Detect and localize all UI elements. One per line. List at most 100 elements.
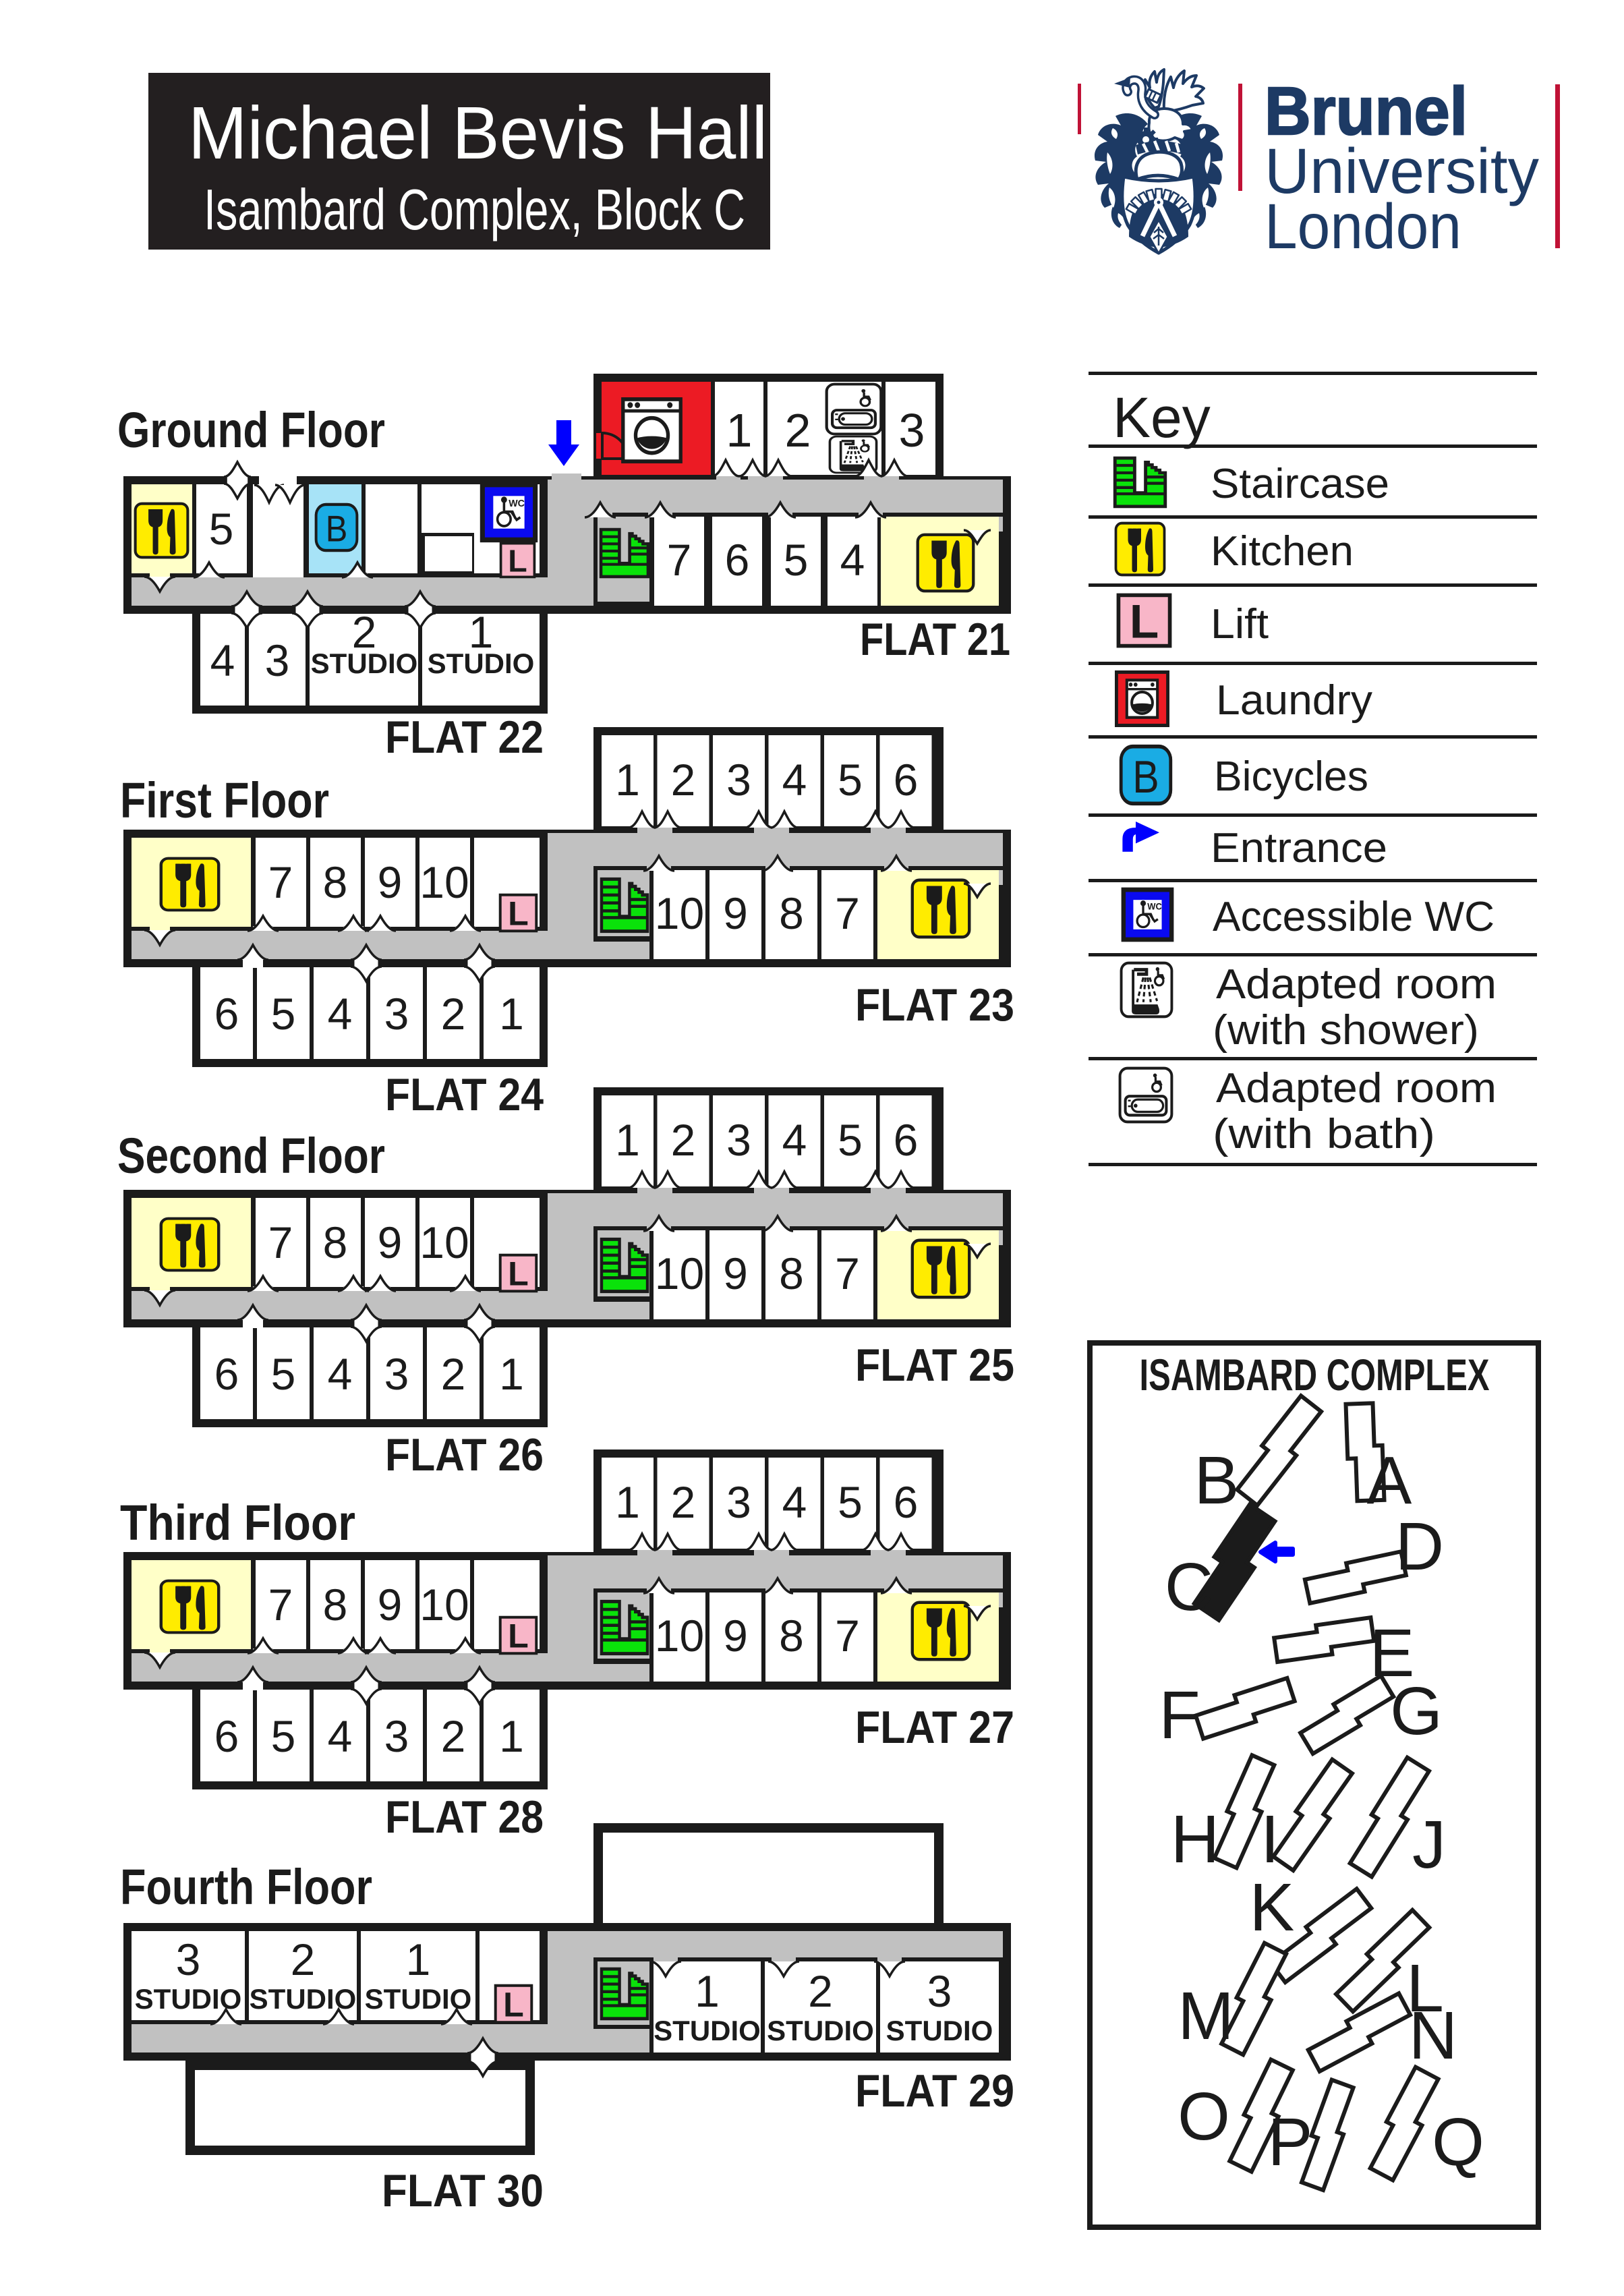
svg-text:10: 10 [419,857,469,907]
svg-text:2: 2 [441,1711,466,1761]
svg-text:London: London [1265,191,1461,262]
svg-text:Third Floor: Third Floor [120,1495,355,1551]
svg-text:4: 4 [328,1711,353,1761]
svg-text:(with bath): (with bath) [1213,1111,1435,1157]
svg-text:5: 5 [209,504,234,554]
svg-text:ISAMBARD COMPLEX: ISAMBARD COMPLEX [1140,1350,1490,1400]
svg-text:M: M [1178,1978,1234,2054]
svg-text:STUDIO: STUDIO [250,1983,357,2015]
svg-text:L: L [1406,1951,1444,2026]
svg-text:10: 10 [419,1217,469,1267]
svg-text:6: 6 [894,755,919,805]
svg-text:2: 2 [808,1966,833,2016]
svg-text:6: 6 [214,1349,239,1399]
svg-text:1: 1 [615,1115,640,1165]
svg-text:Key: Key [1113,386,1211,449]
svg-text:4: 4 [328,989,353,1039]
svg-text:4: 4 [782,755,807,805]
svg-text:6: 6 [894,1115,919,1165]
svg-text:2: 2 [352,607,377,657]
svg-text:P: P [1268,2104,1313,2180]
svg-text:8: 8 [323,1580,348,1630]
svg-text:3: 3 [726,1115,751,1165]
svg-text:STUDIO: STUDIO [767,2015,874,2046]
svg-text:8: 8 [779,888,804,938]
svg-text:FLAT 23: FLAT 23 [855,979,1014,1031]
svg-text:STUDIO: STUDIO [365,1983,472,2015]
svg-text:7: 7 [268,1217,293,1267]
svg-text:C: C [1165,1549,1213,1625]
svg-text:4: 4 [840,535,865,585]
svg-text:N: N [1409,1998,1457,2073]
svg-text:Laundry: Laundry [1216,677,1372,724]
svg-text:2: 2 [441,1349,466,1399]
svg-text:University: University [1265,136,1539,207]
svg-text:F: F [1159,1677,1200,1753]
svg-text:STUDIO: STUDIO [886,2015,993,2046]
svg-text:Adapted room: Adapted room [1216,961,1497,1008]
svg-text:FLAT 29: FLAT 29 [855,2065,1014,2117]
svg-text:5: 5 [838,755,863,805]
svg-text:5: 5 [271,1349,296,1399]
svg-text:1: 1 [499,1711,524,1761]
svg-text:4: 4 [782,1115,807,1165]
svg-text:3: 3 [726,755,751,805]
svg-text:A: A [1367,1443,1412,1518]
svg-text:7: 7 [667,535,692,585]
svg-text:3: 3 [726,1477,751,1527]
svg-text:B: B [1194,1443,1240,1518]
svg-text:10: 10 [655,888,704,938]
svg-text:Entrance: Entrance [1211,825,1387,871]
svg-text:Isambard Complex, Block C: Isambard Complex, Block C [204,178,745,242]
svg-text:7: 7 [835,888,860,938]
svg-text:6: 6 [214,1711,239,1761]
svg-text:7: 7 [268,1580,293,1630]
svg-text:5: 5 [271,1711,296,1761]
svg-text:3: 3 [384,1349,409,1399]
svg-text:FLAT 21: FLAT 21 [860,614,1010,665]
svg-text:3: 3 [384,989,409,1039]
svg-text:2: 2 [291,1934,316,1984]
svg-text:FLAT 25: FLAT 25 [855,1340,1014,1391]
svg-text:Staircase: Staircase [1211,461,1389,507]
svg-text:7: 7 [835,1249,860,1298]
svg-text:K: K [1250,1870,1295,1945]
svg-text:1: 1 [499,989,524,1039]
svg-text:2: 2 [671,1115,696,1165]
svg-text:5: 5 [784,535,809,585]
svg-text:Accessible WC: Accessible WC [1213,894,1495,940]
svg-text:FLAT 22: FLAT 22 [385,712,544,763]
svg-text:9: 9 [723,1249,748,1298]
svg-text:Ground Floor: Ground Floor [117,402,385,458]
svg-text:First Floor: First Floor [120,772,329,828]
svg-text:FLAT 30: FLAT 30 [382,2165,544,2216]
svg-text:8: 8 [779,1249,804,1298]
svg-text:3: 3 [899,404,925,457]
svg-text:6: 6 [894,1477,919,1527]
svg-text:Fourth Floor: Fourth Floor [120,1859,372,1915]
svg-text:7: 7 [268,857,293,907]
svg-text:3: 3 [176,1934,201,1984]
svg-text:6: 6 [214,989,239,1039]
svg-text:9: 9 [378,1580,403,1630]
svg-text:E: E [1370,1615,1415,1691]
svg-text:1: 1 [615,1477,640,1527]
svg-text:9: 9 [378,1217,403,1267]
svg-text:(with shower): (with shower) [1213,1007,1479,1054]
svg-text:10: 10 [655,1611,704,1661]
svg-text:4: 4 [782,1477,807,1527]
svg-text:2: 2 [671,1477,696,1527]
svg-text:FLAT 27: FLAT 27 [855,1702,1014,1753]
svg-text:Second Floor: Second Floor [117,1128,385,1184]
svg-text:1: 1 [726,404,753,457]
svg-text:1: 1 [406,1934,431,1984]
svg-text:2: 2 [785,404,811,457]
svg-text:Lift: Lift [1211,601,1269,648]
svg-text:5: 5 [271,989,296,1039]
svg-text:STUDIO: STUDIO [428,648,535,679]
svg-text:10: 10 [419,1580,469,1630]
svg-text:Brunel: Brunel [1265,74,1468,149]
svg-text:2: 2 [671,755,696,805]
svg-text:1: 1 [499,1349,524,1399]
svg-text:3: 3 [265,635,290,685]
